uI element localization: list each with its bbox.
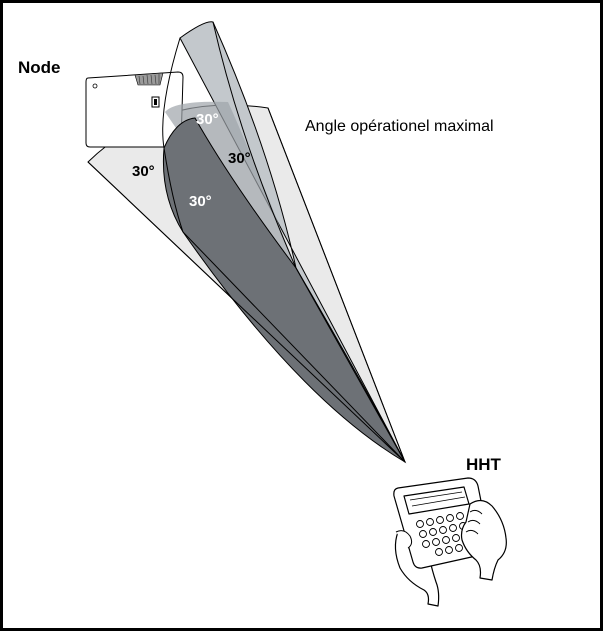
node-vent-grille <box>138 74 160 85</box>
terminal-screen-lines <box>409 491 466 507</box>
node-device <box>85 71 184 148</box>
node-port-inner <box>154 99 157 105</box>
node-label: Node <box>18 58 61 77</box>
left-hand-icon <box>394 531 440 607</box>
angle-label-left: 30° <box>132 163 155 180</box>
angle-label-inner: 30° <box>189 193 212 210</box>
angle-caption: Angle opérationel maximal <box>305 118 494 135</box>
node-screw-icon <box>92 83 98 89</box>
hht-label: HHT <box>466 455 502 474</box>
angle-label-right: 30° <box>228 150 251 167</box>
hht-device <box>393 477 507 607</box>
angle-label-top: 30° <box>196 111 219 128</box>
fan-edges <box>87 21 406 463</box>
